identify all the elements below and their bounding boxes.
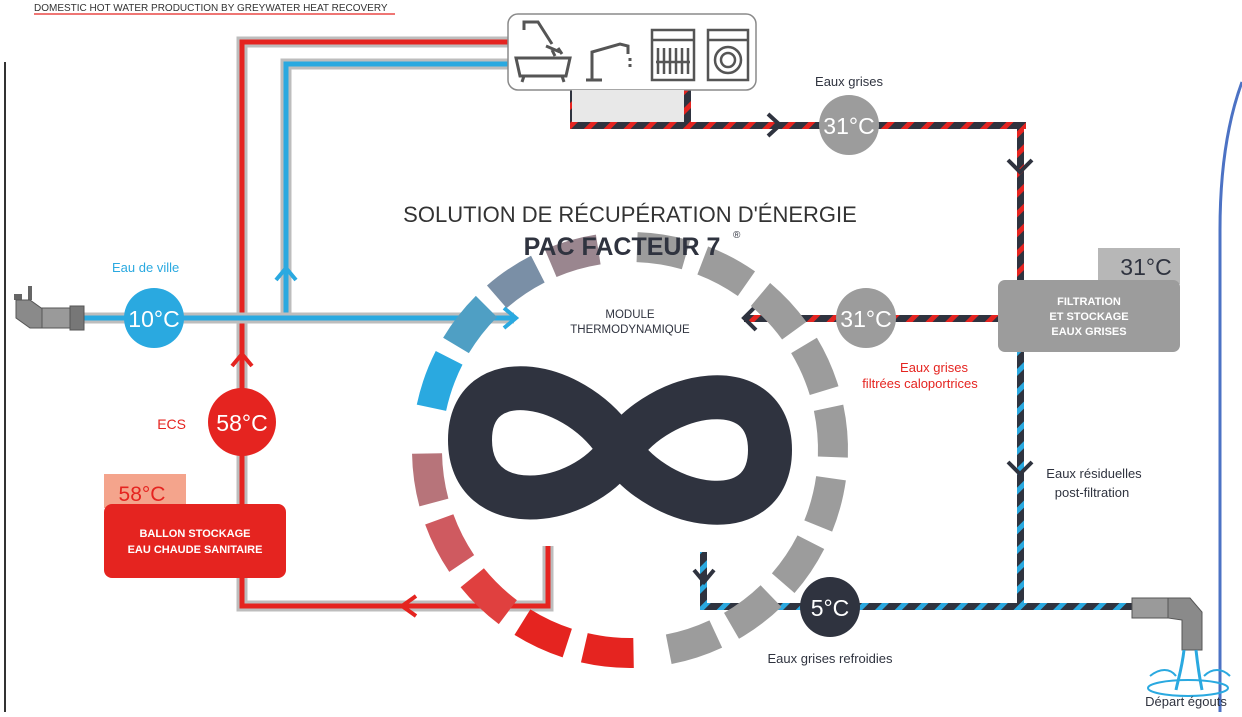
infinity-symbol (448, 366, 792, 525)
filtered-temp: 31°C (840, 306, 891, 332)
bathtub-shower-icon (514, 20, 572, 83)
ring-segment (697, 246, 756, 296)
filtration-line1: FILTRATION (1057, 296, 1121, 308)
ring-segment (416, 351, 463, 411)
sewer-outlet-icon (1131, 597, 1231, 697)
appliances-panel (507, 13, 757, 122)
title-line1: SOLUTION DE RÉCUPÉRATION D'ÉNERGIE (403, 202, 857, 227)
ring-segment (514, 609, 572, 658)
tank-temp: 58°C (119, 483, 166, 506)
greywater-temp: 31°C (823, 113, 874, 139)
ring-segment (791, 337, 839, 396)
tank-label-line1: BALLON STOCKAGE (139, 528, 250, 540)
greywater-label: Eaux grises (815, 74, 883, 89)
faucet-icon (586, 42, 632, 82)
ring-segment (486, 255, 545, 309)
ring-segment (580, 633, 634, 668)
residual-label-line1: Eaux résiduelles (1046, 466, 1142, 481)
residual-flow-arrow-down (1006, 460, 1034, 477)
grey-flow-arrow-down (1006, 158, 1034, 175)
ring-segment (460, 568, 517, 625)
grey-flow-arrow-right (766, 112, 783, 138)
inlet-pipe-icon (14, 286, 85, 331)
ring-segment (750, 283, 807, 340)
dishwasher-icon (650, 28, 696, 82)
filtration-storage-box: 31°C FILTRATION ET STOCKAGE EAUX GRISES (998, 248, 1180, 352)
header-subtitle: DOMESTIC HOT WATER PRODUCTION BY GREYWAT… (34, 3, 388, 14)
residual-label-line2: post-filtration (1055, 485, 1129, 500)
city-water-label: Eau de ville (112, 260, 179, 275)
ring-segment (425, 514, 475, 572)
filtered-label-line1: Eaux grises (900, 360, 968, 375)
right-accent-line (1218, 81, 1242, 712)
ring-segment (443, 295, 498, 354)
residual-circuit (692, 352, 1140, 610)
hot-flow-arrow-up (230, 350, 254, 368)
module-label-line1: MODULE (605, 309, 655, 321)
ring-segment (665, 620, 723, 664)
ecs-temp: 58°C (216, 410, 267, 436)
hot-flow-arrow-left (398, 594, 418, 618)
ecs-label: ECS (157, 416, 186, 432)
cold-flow-arrow-up (274, 264, 298, 282)
module-ring (412, 232, 848, 668)
cold-flow-arrow-right (502, 306, 520, 330)
city-water-temp: 10°C (128, 306, 179, 332)
ecs-temp-badge (208, 388, 276, 456)
tank-label-line2: EAU CHAUDE SANITAIRE (128, 544, 263, 556)
ring-segment (544, 234, 601, 277)
ring-segment (771, 535, 825, 594)
filtered-flow-arrow-left (741, 304, 758, 332)
cooled-label: Eaux grises refroidies (768, 651, 893, 666)
washing-machine-icon (706, 28, 750, 82)
city-water-circuit (80, 58, 520, 330)
sewer-label: Départ égouts (1145, 694, 1227, 709)
title-line2: PAC FACTEUR 7 (524, 233, 721, 261)
filtration-temp: 31°C (1120, 254, 1171, 280)
ring-segment (804, 476, 846, 532)
ring-segment (636, 232, 691, 270)
ring-segment (724, 585, 782, 639)
filtration-line2: ET STOCKAGE (1049, 311, 1128, 323)
filtered-temp-badge (836, 288, 896, 348)
cooled-temp-badge (800, 577, 860, 637)
city-water-temp-badge (124, 288, 184, 348)
filtered-label-line2: filtrées caloportrices (862, 376, 978, 391)
hot-water-tank: 58°C BALLON STOCKAGE EAU CHAUDE SANITAIR… (104, 474, 286, 578)
hot-water-circuit (230, 36, 554, 618)
cooled-temp: 5°C (811, 595, 850, 621)
filtration-line3: EAUX GRISES (1051, 326, 1126, 338)
greywater-temp-badge (819, 95, 879, 155)
cooled-flow-arrow-down (692, 568, 716, 586)
ring-segment (412, 453, 449, 507)
module-label-line2: THERMODYNAMIQUE (570, 324, 690, 336)
title-registered-mark: ® (733, 230, 741, 241)
ring-segment (813, 404, 848, 458)
